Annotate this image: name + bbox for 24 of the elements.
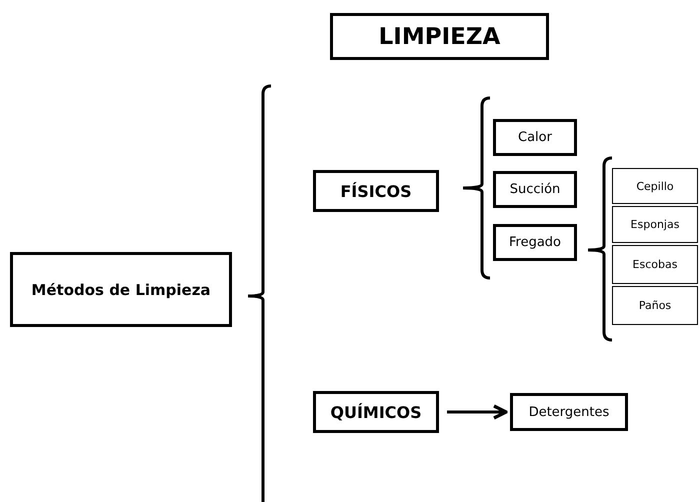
node-label: FÍSICOS — [340, 182, 412, 200]
node-label: Paños — [638, 299, 672, 312]
category-box — [510, 393, 628, 431]
node-label: Detergentes — [528, 404, 610, 420]
node-label: QUÍMICOS — [330, 402, 422, 422]
category-box — [493, 119, 577, 156]
list-item-box — [612, 168, 698, 204]
title: LIMPIEZA — [330, 13, 549, 60]
node-label: Calor — [518, 130, 552, 145]
node-label: Esponjas — [630, 218, 680, 231]
list-item-box — [612, 245, 698, 284]
category-box — [493, 224, 577, 261]
node-label: Succión — [510, 182, 560, 197]
list-item-box — [612, 286, 698, 325]
node-label: Fregado — [508, 235, 561, 250]
category-box — [10, 252, 232, 327]
category-box — [493, 171, 577, 208]
node-label: Escobas — [632, 258, 678, 271]
node-label: Cepillo — [636, 180, 674, 192]
category-box — [313, 391, 439, 433]
list-item-box — [612, 206, 698, 243]
node-label: Métodos de Limpieza — [31, 280, 211, 298]
category-box — [313, 170, 439, 212]
arrow — [447, 404, 508, 420]
